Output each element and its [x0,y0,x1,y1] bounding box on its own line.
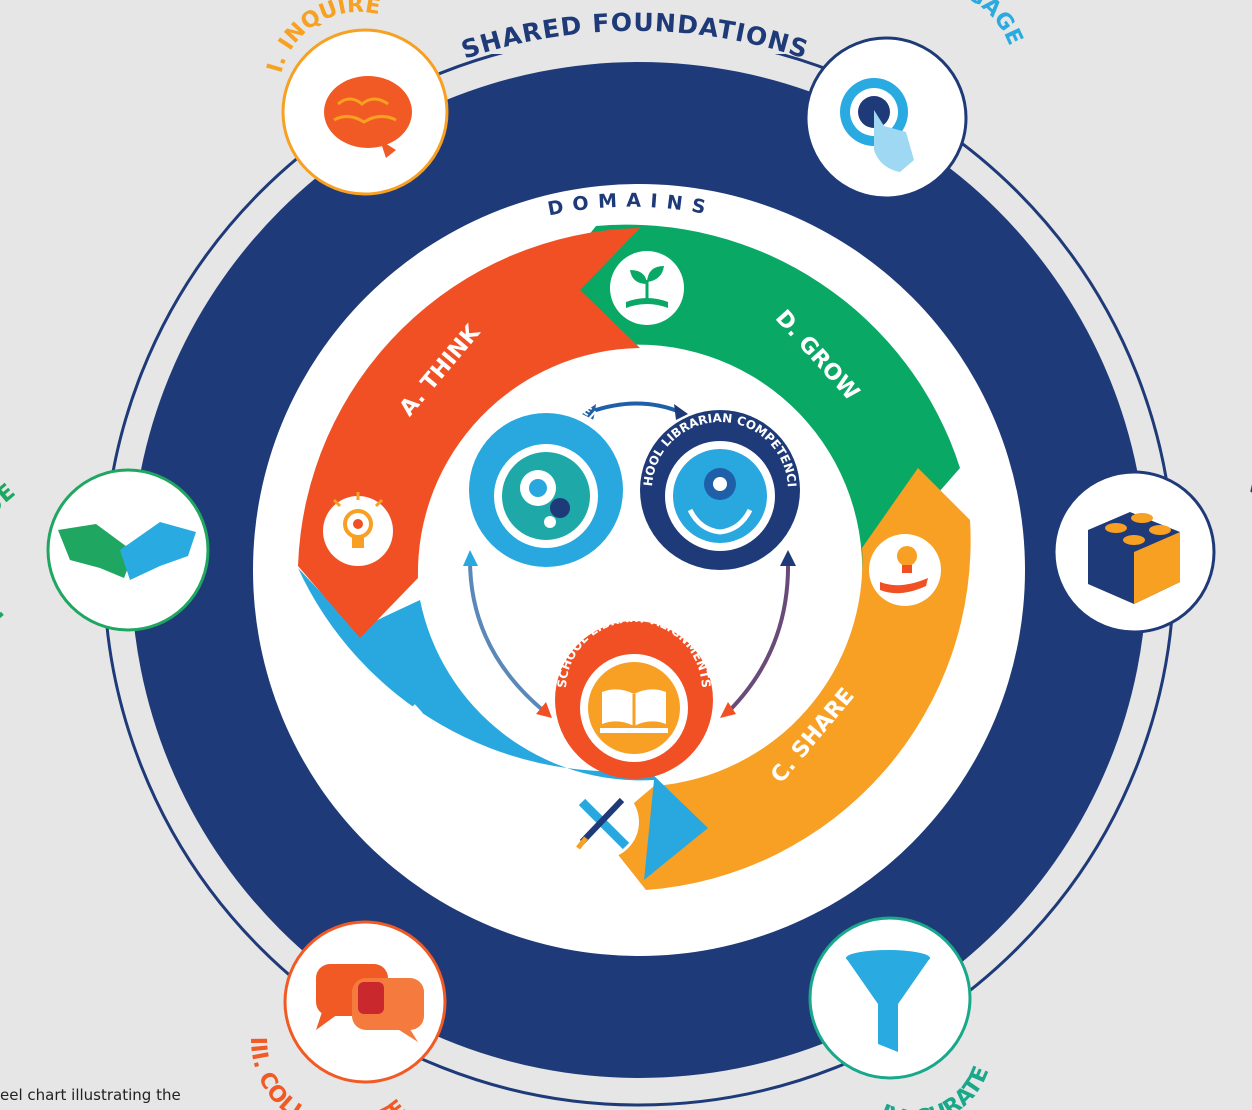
arrow-librarian-library [726,559,791,714]
foundation-label-include: II. INCLUDE [0,479,20,629]
touch-icon [840,78,914,172]
lightbulb-gear-icon [323,492,393,566]
domain-arrow-create [298,568,708,880]
title-backdrop [450,8,812,54]
foundation-label-explore: V. EXPLORE [1242,472,1252,621]
pencil-brush-icon [565,785,639,859]
handshake-icon [58,522,196,580]
learner-competencies-badge [469,413,623,567]
svg-text:II. INCLUDE: II. INCLUDE [0,479,20,629]
funnel-icon [846,950,930,1052]
building-block-icon [1088,512,1180,604]
arrow-learner-library [468,559,547,714]
librarian-competencies-badge [640,410,800,570]
hand-lightbulb-icon [869,534,941,606]
figure-caption: eel chart illustrating the [0,1086,181,1104]
sprout-book-icon [610,251,684,325]
svg-text:V. EXPLORE: V. EXPLORE [1242,472,1252,621]
library-alignments-badge [555,621,713,779]
brain-icon [324,76,412,158]
speech-bubbles-icon [316,964,424,1042]
arrow-learner-librarian [589,401,681,414]
